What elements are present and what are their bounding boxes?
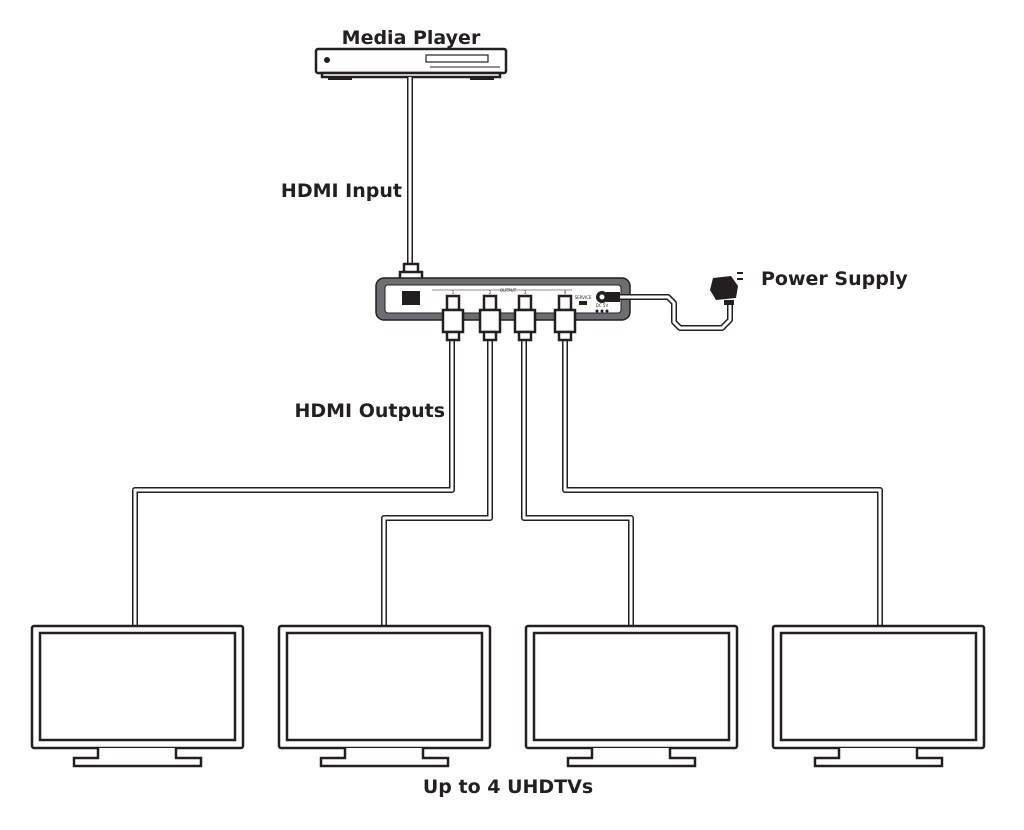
hdmi-input-label: HDMI Input xyxy=(281,180,402,202)
hdmi-splitter-device: OUTPUT SERVICE DC 5V xyxy=(375,277,631,321)
power-supply xyxy=(606,272,743,331)
hdmi-output-connector-1 xyxy=(441,294,465,342)
hdmi-output-cable-3 xyxy=(521,340,634,626)
service-label: SERVICE xyxy=(575,295,592,300)
hdmi-output-connector-3 xyxy=(513,294,537,342)
uhdtv-2 xyxy=(277,624,492,768)
dc-label: DC 5V xyxy=(596,303,609,308)
power-supply-label: Power Supply xyxy=(761,268,908,290)
media-player xyxy=(314,47,508,80)
hdmi-output-connector-4 xyxy=(553,294,577,342)
output-port-number: 3 xyxy=(524,290,527,295)
hdmi-output-cable-1 xyxy=(132,340,455,626)
output-port-number: 4 xyxy=(564,290,567,295)
hdmi-outputs-label: HDMI Outputs xyxy=(294,400,445,422)
uhdtv-4 xyxy=(771,624,986,768)
uhdtv-3 xyxy=(524,624,739,768)
output-port-number: 1 xyxy=(452,290,455,295)
hdmi-output-cable-4 xyxy=(562,340,883,626)
uhdtvs-label: Up to 4 UHDTVs xyxy=(423,776,593,798)
hdmi-output-cable-2 xyxy=(381,340,493,626)
uhdtv-1 xyxy=(30,624,245,768)
hdmi-output-connector-2 xyxy=(478,294,502,342)
output-port-number: 2 xyxy=(489,290,492,295)
media-player-label: Media Player xyxy=(342,27,481,49)
output-label: OUTPUT xyxy=(500,288,517,293)
hdmi-input-cable xyxy=(398,77,424,294)
